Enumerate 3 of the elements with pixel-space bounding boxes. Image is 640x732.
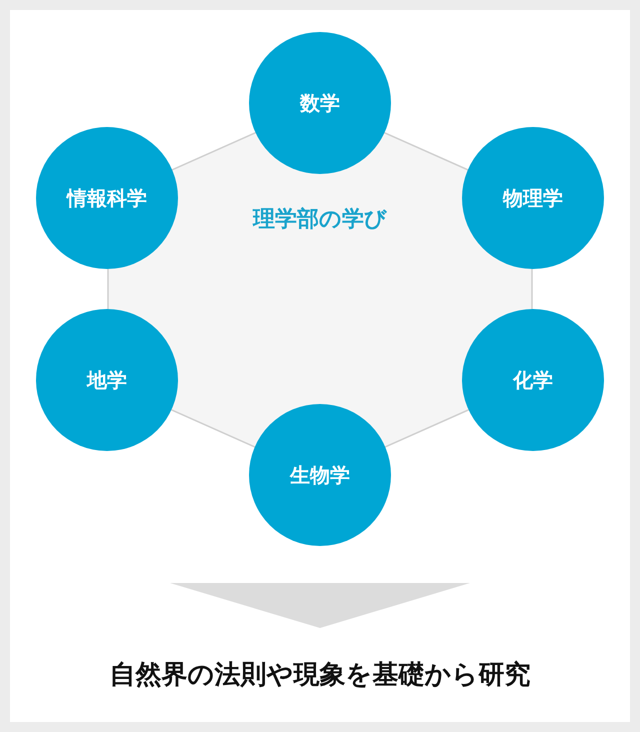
down-arrow <box>170 583 470 628</box>
center-title: 理学部の学び <box>252 206 388 234</box>
conclusion-text: 自然界の法則や現象を基礎から研究 <box>110 658 530 692</box>
